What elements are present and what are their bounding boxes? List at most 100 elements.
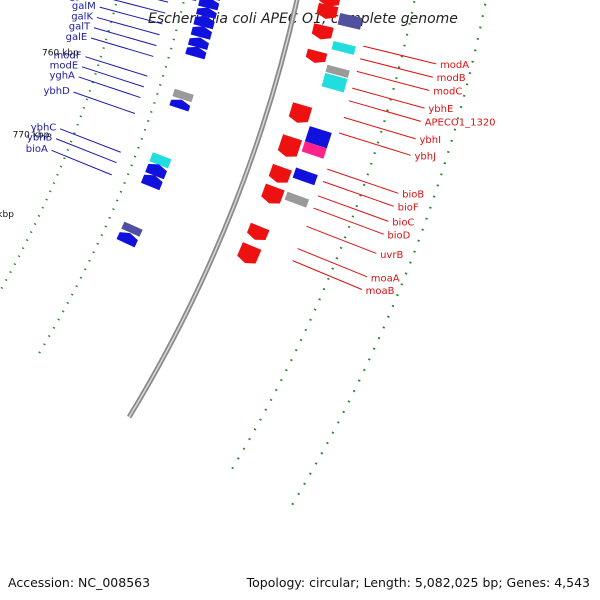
reverse-gene-label-leader [85,56,148,77]
forward-gene-label: modA [440,60,469,71]
forward-feature [319,0,340,7]
scale-tick [17,255,21,258]
scale-tick [0,286,4,289]
scale-tick [37,214,41,217]
scale-tick [33,222,37,226]
outer-forward-feature [321,73,348,93]
forward-gene-label-leader [313,207,384,235]
scale-tick [66,301,70,305]
scale-tick [421,228,424,231]
scale-tick [373,152,376,155]
reverse-gene-label-leader [90,37,154,57]
scale-tick [387,315,390,318]
scale-tick [377,336,381,340]
reverse-gene-label: modF [54,51,82,62]
forward-feature [261,183,285,204]
scale-tick [362,368,366,372]
scale-tick [318,298,321,301]
reverse-gene-label: galK [71,11,93,22]
outer-forward-feature [304,126,332,149]
scale-tick [343,236,347,239]
outer-forward-feature [325,64,350,78]
outer-forward-feature [337,13,363,30]
scale-tick [96,242,100,245]
scale-tick [369,162,373,165]
scale-tick [413,250,416,253]
scale-tick [327,277,330,281]
scale-tick [66,148,70,151]
scale-tick [259,418,262,421]
forward-gene-label: ybhE [428,104,453,115]
scale-tick [43,343,46,346]
scale-tick [409,261,412,264]
scale-tick [126,173,130,176]
reverse-gene-label: ybhD [43,86,70,97]
scale-tick [355,204,359,208]
scale-tick [231,466,235,470]
scale-tick [279,378,283,382]
reverse-gene-label: galM [72,1,96,12]
forward-feature [247,222,270,240]
scale-tick [396,293,399,297]
reverse-gene-label-leader [55,138,117,164]
scale-tick [303,482,306,486]
forward-gene-label-leader [356,70,430,91]
scale-tick [342,410,346,414]
scale-tick [440,173,443,176]
scale-tick [404,272,408,275]
tick-marks [0,0,487,506]
forward-gene-label: bioD [387,231,410,242]
scale-tick [352,389,356,393]
scale-tick [130,164,133,167]
scale-tick [104,225,108,228]
scale-tick [331,431,335,434]
scale-tick [322,287,326,291]
scale-tick [400,283,404,286]
reverse-gene-label: yghA [49,71,75,82]
reverse-feature [116,232,138,248]
scale-tick [45,198,48,201]
kbp-label: 770 kbp [13,130,50,140]
reverse-feature [140,174,163,191]
forward-gene-label: uvrB [380,250,403,261]
scale-tick [253,428,257,431]
reverse-gene-label-leader [99,6,163,25]
forward-feature [305,48,328,63]
scale-tick [13,263,17,266]
scale-tick [25,239,29,242]
scale-tick [432,195,436,198]
scale-tick [391,304,395,308]
scale-tick [347,400,351,403]
scale-tick [285,368,288,372]
reverse-feature [172,88,194,103]
reverse-feature [187,37,209,50]
scale-tick [115,199,119,202]
reverse-feature [145,163,167,180]
reverse-feature [149,152,172,169]
scale-tick [123,181,126,185]
scale-tick [92,251,95,254]
forward-gene-label-leader [306,225,377,254]
forward-gene-label-leader [363,45,437,65]
forward-feature [237,242,262,264]
reverse-gene-label: galE [66,32,88,43]
reverse-feature [121,221,143,237]
feature-labels: sdhCsdhAsdhBsucAsucBsucCsucDAPECO1_1349A… [26,0,496,297]
scale-tick [291,502,295,506]
kbp-label: 780 kbp [0,210,14,220]
scale-tick [436,184,440,187]
scale-tick [59,165,63,168]
scale-tick [264,408,268,412]
scale-tick [417,239,420,242]
scale-tick [372,347,376,351]
scale-tick [314,462,318,465]
forward-feature [311,23,334,40]
forward-gene-label: bioB [402,190,424,201]
label-leaders [51,0,437,290]
forward-gene-label-leader [359,58,433,78]
forward-feature [268,163,292,183]
reverse-gene-label-leader [59,128,121,153]
scale-tick [289,358,293,362]
